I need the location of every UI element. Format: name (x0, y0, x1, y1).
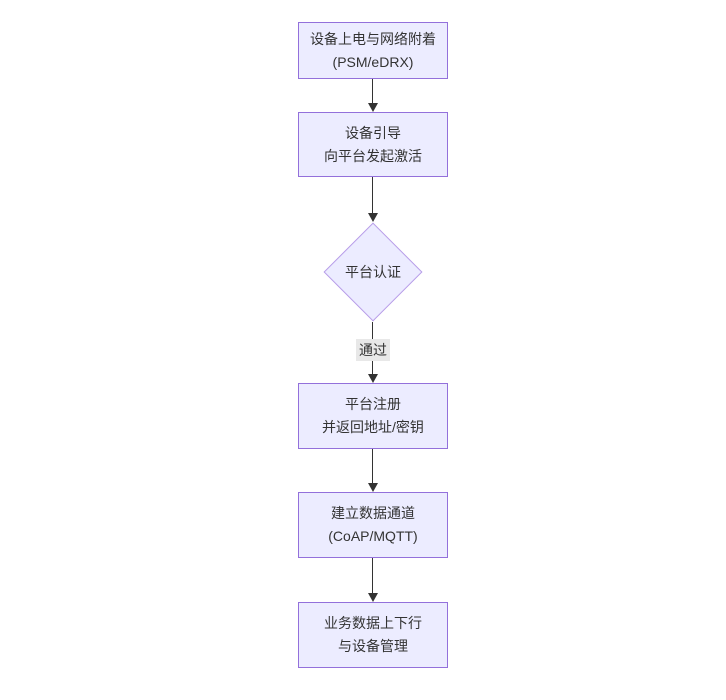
node-platform-auth: 平台认证 (323, 222, 423, 322)
node-platform-register: 平台注册 并返回地址/密钥 (298, 383, 448, 449)
node-text-line: 业务数据上下行 (324, 615, 422, 631)
arrowhead-down-icon (368, 213, 378, 222)
node-text-line: 设备上电与网络附着 (310, 30, 436, 47)
node-text-line: (CoAP/MQTT) (328, 528, 418, 544)
arrowhead-down-icon (368, 103, 378, 112)
node-text-line: 设备引导 (345, 124, 401, 141)
arrowhead-down-icon (368, 374, 378, 383)
edge-line (372, 79, 373, 104)
node-device-bootstrap: 设备引导 向平台发起激活 (298, 112, 448, 177)
arrowhead-down-icon (368, 593, 378, 602)
edge-line (372, 177, 373, 214)
arrowhead-down-icon (368, 483, 378, 492)
node-business-data: 业务数据上下行 与设备管理 (298, 602, 448, 668)
edge-line (372, 449, 373, 484)
node-power-network-attach: 设备上电与网络附着 (PSM/eDRX) (298, 22, 448, 79)
node-text-line: 平台认证 (345, 264, 401, 280)
node-text-line: (PSM/eDRX) (332, 53, 414, 70)
node-text-line: 建立数据通道 (331, 505, 415, 521)
edge-line (372, 558, 373, 594)
edge-label-pass: 通过 (356, 339, 390, 361)
node-data-channel: 建立数据通道 (CoAP/MQTT) (298, 492, 448, 558)
node-text-line: 向平台发起激活 (324, 147, 422, 164)
node-text-line: 并返回地址/密钥 (322, 419, 424, 435)
node-text-line: 平台注册 (345, 396, 401, 412)
node-text-line: 与设备管理 (338, 638, 408, 654)
